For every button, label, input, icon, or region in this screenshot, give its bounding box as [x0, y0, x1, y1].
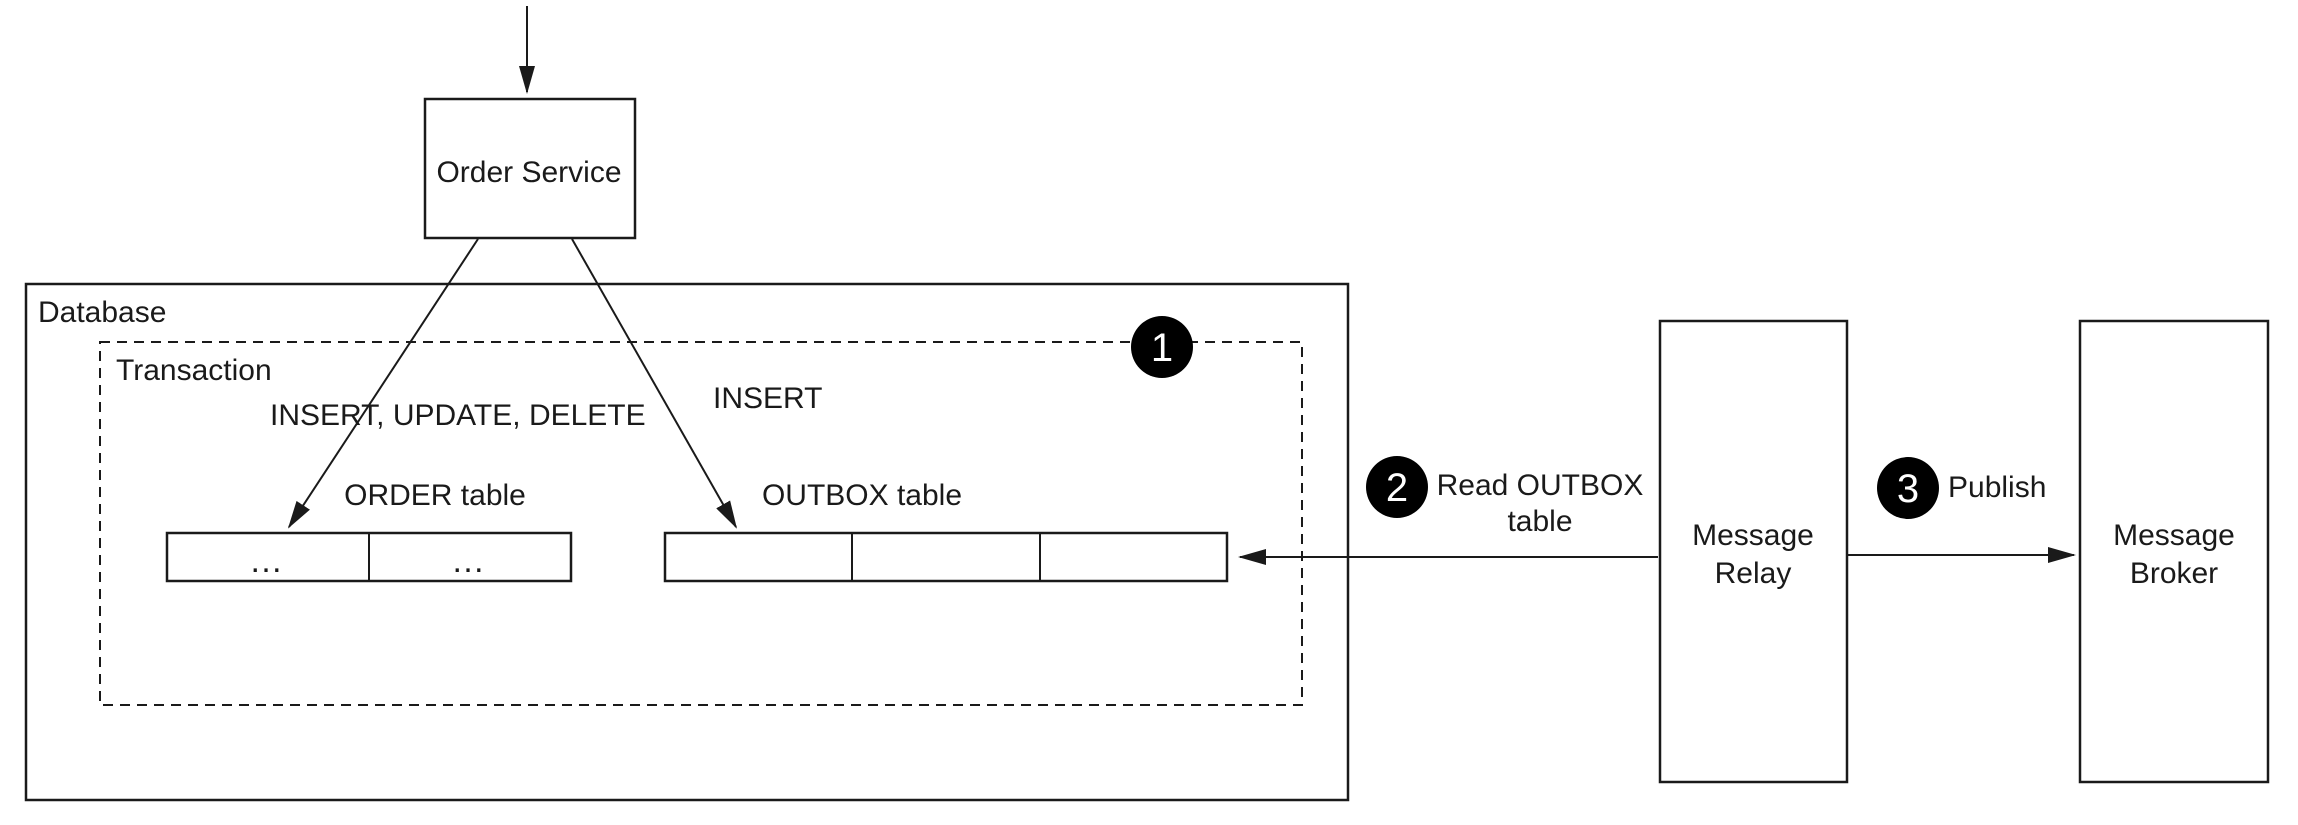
- step-1-circle: [1131, 316, 1193, 378]
- order-table: ORDER table … …: [165, 479, 573, 583]
- order-table-cell: …: [249, 542, 287, 580]
- database-box: [24, 282, 1350, 802]
- order-table-label: ORDER table: [344, 479, 526, 512]
- step-2-circle: [1366, 456, 1428, 518]
- step-1-number: 1: [1151, 326, 1173, 370]
- message-broker-node: Message Broker: [2078, 319, 2270, 784]
- step-3-number: 3: [1897, 467, 1919, 511]
- step-2-label-line2: table: [1507, 505, 1572, 538]
- insert-update-delete-annotation: INSERT, UPDATE, DELETE: [270, 399, 646, 432]
- order-service-label: Order Service: [436, 156, 621, 189]
- step-2-annotation: 2 Read OUTBOX table: [1366, 456, 1643, 538]
- step-3-label: Publish: [1948, 471, 2046, 504]
- message-relay-label-line2: Relay: [1715, 557, 1792, 590]
- step-3-annotation: 3 Publish: [1877, 457, 2046, 519]
- outbox-table-label: OUTBOX table: [762, 479, 962, 512]
- message-relay-box: [1658, 319, 1849, 784]
- message-broker-label-line1: Message: [2113, 519, 2235, 552]
- message-relay-label-line1: Message: [1692, 519, 1814, 552]
- order-table-cell: …: [451, 542, 489, 580]
- step-2-label-line1: Read OUTBOX: [1437, 469, 1644, 502]
- database-label: Database: [38, 296, 166, 329]
- message-broker-label-line2: Broker: [2130, 557, 2218, 590]
- message-broker-box: [2078, 319, 2270, 784]
- step-1-badge: 1: [1131, 316, 1193, 378]
- order-service-to-outbox-table-arrow: [571, 238, 737, 529]
- outbox-table: OUTBOX table: [663, 479, 1229, 583]
- transaction-dashed-box: [99, 341, 1303, 706]
- transaction-container: Transaction: [99, 341, 1303, 706]
- order-service-node: Order Service: [423, 97, 637, 240]
- step-2-number: 2: [1386, 466, 1408, 510]
- message-relay-node: Message Relay: [1658, 319, 1849, 784]
- order-service-to-order-table-arrow: [287, 238, 479, 529]
- outbox-table-outline: [663, 531, 1229, 583]
- database-container: Database: [24, 282, 1350, 802]
- step-3-circle: [1877, 457, 1939, 519]
- order-service-box: [423, 97, 637, 240]
- insert-annotation: INSERT: [713, 382, 822, 415]
- transaction-label: Transaction: [116, 354, 272, 387]
